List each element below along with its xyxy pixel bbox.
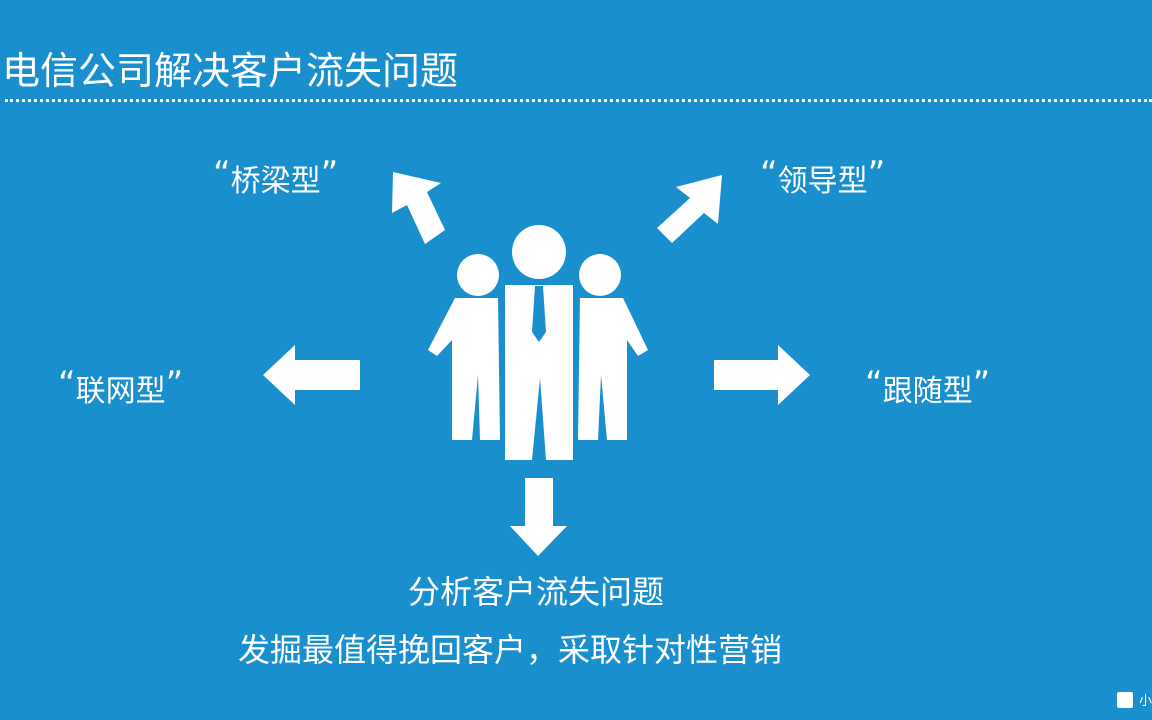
arrow-right-icon bbox=[714, 345, 810, 405]
arrow-left-icon bbox=[263, 345, 360, 405]
label-bridge-type: “桥梁型” bbox=[213, 154, 339, 199]
watermark: 小 bbox=[1116, 690, 1152, 709]
bottom-text-line1: 分析客户流失问题 bbox=[407, 573, 664, 611]
watermark-text: 小 bbox=[1138, 694, 1152, 709]
logo-icon bbox=[1116, 691, 1133, 708]
arrow-down-icon bbox=[510, 478, 567, 556]
slide-title: 电信公司解决客户流失问题 bbox=[2, 49, 459, 93]
arrow-up-right-icon bbox=[657, 175, 722, 243]
bottom-text-line2: 发掘最值得挽回客户，采取针对性营销 bbox=[238, 631, 783, 669]
tie-icon bbox=[532, 286, 546, 342]
team-people-icon bbox=[428, 225, 648, 460]
label-leader-type: “领导型” bbox=[760, 154, 886, 199]
title-divider bbox=[5, 99, 1152, 102]
arrow-up-left-icon bbox=[392, 172, 445, 244]
label-follower-type: “跟随型” bbox=[865, 364, 991, 409]
label-network-type: “联网型” bbox=[58, 364, 184, 409]
